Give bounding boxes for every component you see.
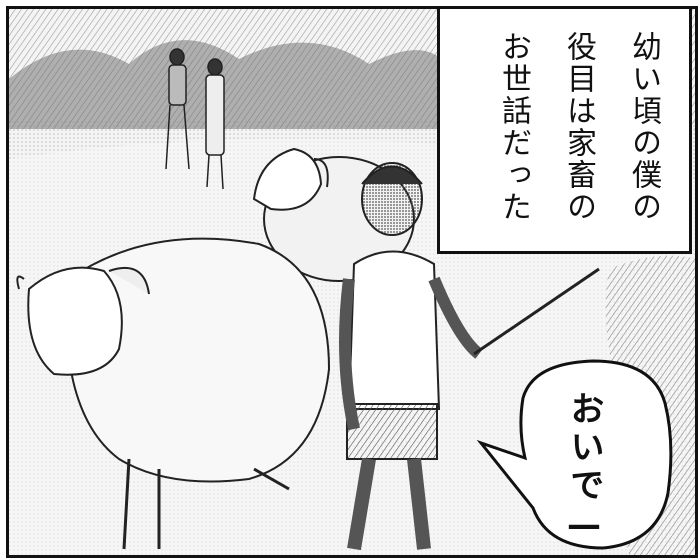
front-sheep [16,237,331,550]
herding-stick [473,267,600,356]
caption-line: 幼い頃の僕の [626,31,661,223]
narration-caption-box: 幼い頃の僕の 役目は家畜の お世話だった [437,6,692,254]
caption-line: 役目は家畜の [561,31,596,223]
distant-villagers [165,48,225,190]
speech-text: おいで— [564,391,604,549]
caption-line: お世話だった [496,31,531,223]
boy-figure [339,162,483,551]
